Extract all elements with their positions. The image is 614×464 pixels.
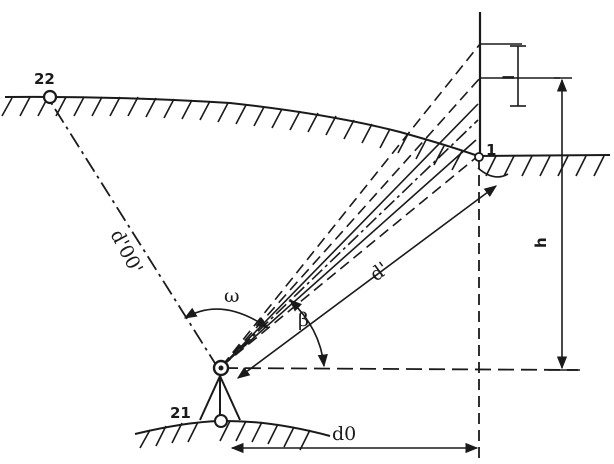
label-omega: ω xyxy=(224,285,240,307)
label-22: 22 xyxy=(34,70,55,88)
sideline-21-22 xyxy=(49,100,219,369)
point-1-arc xyxy=(477,167,509,178)
point-1-marker xyxy=(474,152,484,162)
label-height: h xyxy=(532,237,550,248)
tripod xyxy=(199,375,241,421)
label-21: 21 xyxy=(170,404,191,422)
horizontal-line xyxy=(221,367,579,371)
station-21-mark xyxy=(214,414,228,428)
lower-terrain-hatching xyxy=(139,420,311,451)
omega-arc xyxy=(183,307,270,329)
slope-distance-dimension xyxy=(236,185,498,379)
label-1: 1 xyxy=(486,141,496,159)
label-side-distance: d'00' xyxy=(106,226,147,278)
label-beta: β xyxy=(298,309,309,331)
station-22-marker xyxy=(42,89,58,105)
label-rod-interval: l xyxy=(500,75,518,80)
upper-terrain-hatching xyxy=(1,96,605,177)
beta-arc xyxy=(289,299,328,368)
sight-lines xyxy=(221,43,481,367)
label-horizontal-distance: d0 xyxy=(332,423,356,445)
label-slope-distance: d' xyxy=(366,258,393,286)
